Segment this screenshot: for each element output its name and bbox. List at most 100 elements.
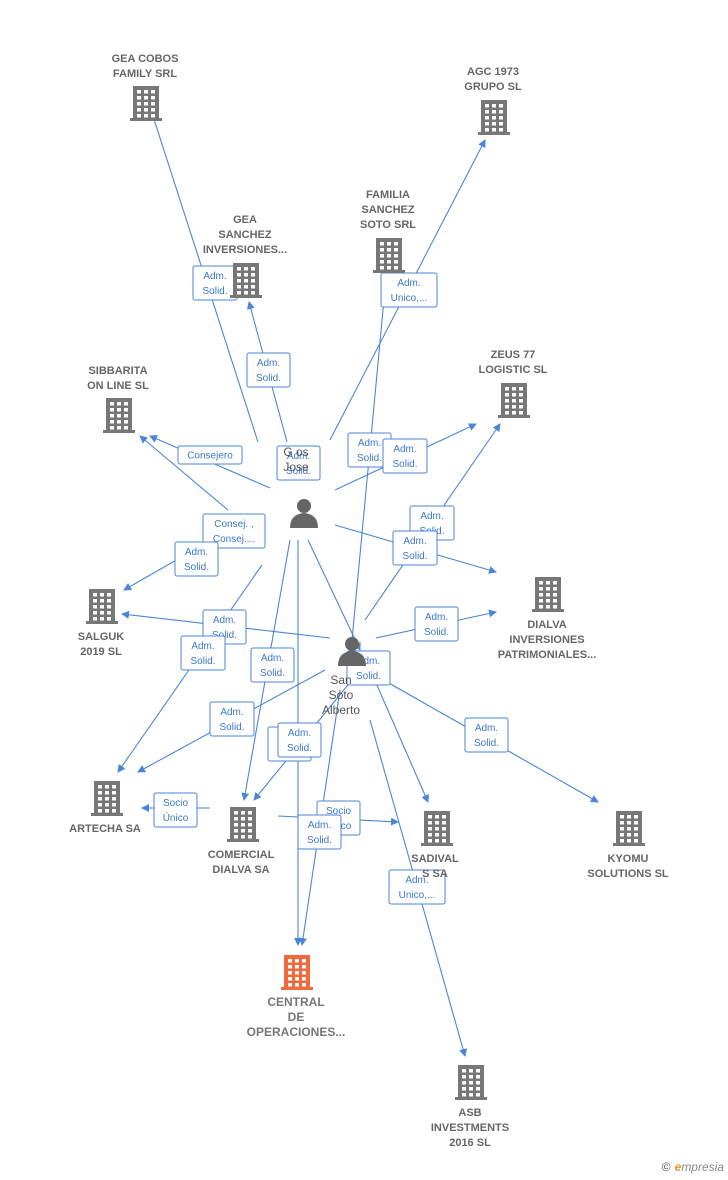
company-name-line: GEA COBOS <box>112 53 179 65</box>
edge-label-box <box>392 530 438 566</box>
person-name-line: Soto <box>329 688 354 702</box>
edge-label[interactable]: Adm.Solid. <box>297 814 342 850</box>
building-icon[interactable] <box>421 811 453 846</box>
edge-label-text: Adm. <box>420 511 443 522</box>
building-icon[interactable] <box>86 589 118 624</box>
company-name-line: GEA <box>233 214 257 226</box>
building-icon[interactable] <box>373 238 405 273</box>
company-name-line: SIBBARITA <box>88 365 147 377</box>
edge-label-text: Unico,... <box>399 890 436 901</box>
company-name-line: INVESTMENTS <box>431 1122 509 1134</box>
edge-label-text: Solid. <box>287 743 312 754</box>
edge-label[interactable]: Adm.Solid. <box>174 541 219 577</box>
edge-label-text: Solid. <box>392 459 417 470</box>
edge-label-box <box>174 541 219 577</box>
edge-label-box <box>414 606 459 642</box>
edge-label-text: Socio <box>163 798 188 809</box>
edge-label[interactable]: Adm. Solid. <box>392 530 438 566</box>
company-name-line: FAMILY SRL <box>113 68 177 80</box>
relation-edge <box>307 539 361 651</box>
building-icon[interactable] <box>455 1065 487 1100</box>
relation-edge <box>139 435 229 511</box>
building-icon[interactable] <box>498 383 530 418</box>
company-name-line: SANCHEZ <box>218 229 271 241</box>
building-icon[interactable] <box>230 263 262 298</box>
edge-label-box <box>202 513 266 549</box>
central-building-icon[interactable] <box>281 955 313 990</box>
edge-label-box <box>177 445 243 465</box>
building-icon[interactable] <box>91 781 123 816</box>
edge-label[interactable]: Adm.Solid. <box>209 701 255 737</box>
person-name-line: Alberto <box>322 703 360 717</box>
edge-label-text: Solid. <box>256 373 281 384</box>
company-name-line: DE <box>288 1010 305 1024</box>
building-icon[interactable] <box>478 100 510 135</box>
edge-label-text: Adm. <box>257 358 280 369</box>
edge-label[interactable]: Adm.Solid. <box>250 647 295 683</box>
edge-label[interactable]: Adm. Solid. <box>246 352 291 388</box>
building-icon[interactable] <box>532 577 564 612</box>
edge-label[interactable]: Adm.Unico,... <box>388 869 446 905</box>
edge-label[interactable]: Adm.Solid. <box>192 265 238 301</box>
edge-label[interactable]: Adm.Solid. <box>464 717 509 753</box>
edge-label-text: Solid. <box>402 551 427 562</box>
edge-label-box <box>250 647 295 683</box>
building-icon[interactable] <box>103 398 135 433</box>
company-name-line: 2016 SL <box>449 1137 491 1149</box>
edge-label[interactable]: Adm.Unico,... <box>380 272 438 308</box>
edge-label-text: Único <box>163 811 189 824</box>
edge-label-text: Solid. <box>260 668 285 679</box>
company-node-central[interactable]: CENTRALDEOPERACIONES... <box>247 955 346 1039</box>
company-name-line: SADIVAL <box>411 853 459 865</box>
edge-label[interactable]: Consej. ,Consej.... <box>202 513 266 549</box>
edge-labels: Adm.Solid.Adm.Unico,...Adm.Solid.Conseje… <box>153 265 509 905</box>
company-node-artecha[interactable]: ARTECHA SA <box>69 781 141 835</box>
person-icon[interactable] <box>338 637 366 666</box>
person-name-line: San <box>330 673 351 687</box>
edge-label-text: Adm. <box>403 536 426 547</box>
edge-label-text: Solid. <box>219 722 244 733</box>
company-name-line: CENTRAL <box>267 995 324 1009</box>
building-icon[interactable] <box>130 86 162 121</box>
company-node-dialva_inv[interactable]: DIALVAINVERSIONESPATRIMONIALES... <box>498 577 597 661</box>
company-node-gea_sanchez[interactable]: GEASANCHEZINVERSIONES... <box>203 214 287 298</box>
company-name-line: ARTECHA SA <box>69 823 141 835</box>
company-name-line: SALGUK <box>78 631 125 643</box>
person-icon[interactable] <box>290 499 318 528</box>
company-name-line: ASB <box>458 1107 481 1119</box>
company-name-line: INVERSIONES <box>509 634 584 646</box>
edge-label[interactable]: Adm.Solid. <box>414 606 459 642</box>
edge-label[interactable]: Adm. Solid. <box>382 438 428 474</box>
company-name-line: LOGISTIC SL <box>478 364 547 376</box>
edge-label[interactable]: Adm.Solid. <box>277 722 322 758</box>
company-node-asb[interactable]: ASB INVESTMENTS 2016 SL <box>431 1065 509 1149</box>
building-icon[interactable] <box>227 807 259 842</box>
edge-label-text: Solid. <box>190 656 215 667</box>
edge-label-text: Adm. <box>393 444 416 455</box>
edge-label-box <box>388 869 446 905</box>
edge-label-box <box>464 717 509 753</box>
edge-label[interactable]: Adm.Solid. <box>180 635 226 671</box>
person-name-line: Jose <box>283 460 309 474</box>
edge-label-text: Solid. <box>307 835 332 846</box>
edge-label-box <box>277 722 322 758</box>
edge-label-text: Adm. <box>397 278 420 289</box>
company-node-gea_cobos[interactable]: GEA COBOS FAMILY SRL <box>112 53 179 121</box>
edge-label[interactable]: Adm.Solid. <box>276 445 321 481</box>
edge-label[interactable]: Consejero <box>177 445 243 465</box>
company-name-line: AGC 1973 <box>467 66 519 78</box>
edge-label-box <box>180 635 226 671</box>
building-icon[interactable] <box>613 811 645 846</box>
